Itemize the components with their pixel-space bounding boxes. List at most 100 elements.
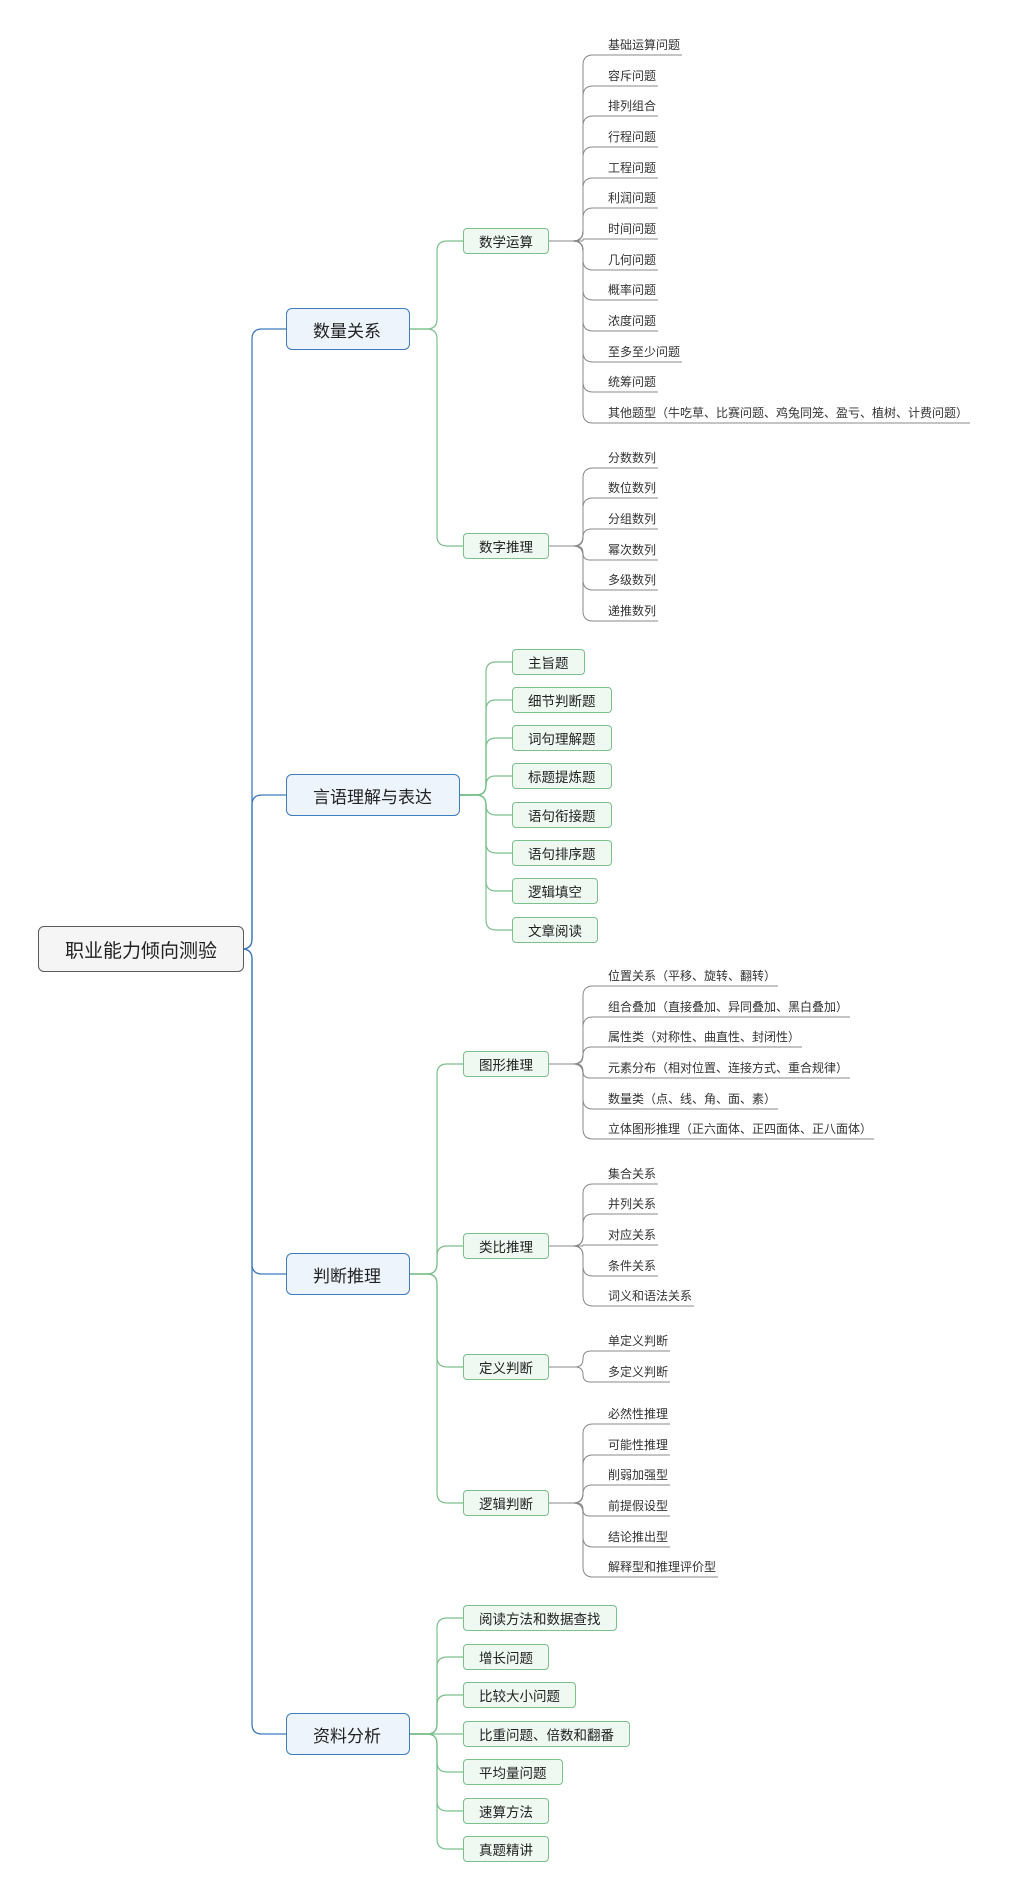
branch-node-4[interactable]: 资料分析 — [286, 1713, 410, 1755]
leaf-topic[interactable]: 集合关系 — [608, 1167, 657, 1181]
sub-node-图形推理[interactable]: 图形推理 — [463, 1051, 549, 1077]
connector-line — [549, 1350, 608, 1368]
connector-line — [549, 207, 608, 242]
connector-line — [549, 1502, 608, 1548]
leaf-topic[interactable]: 数位数列 — [608, 481, 657, 495]
sub-node-label: 标题提炼题 — [528, 770, 596, 786]
sub-node-label: 词句理解题 — [528, 732, 596, 748]
sub-node-label: 数学运算 — [479, 235, 533, 251]
connector-line — [549, 1063, 608, 1079]
sub-node-逻辑判断[interactable]: 逻辑判断 — [463, 1490, 549, 1516]
sub-node-label: 速算方法 — [479, 1805, 533, 1821]
leaf-topic[interactable]: 几何问题 — [608, 253, 657, 267]
connector-line — [549, 1213, 608, 1247]
connector-line — [549, 545, 608, 561]
leaf-topic[interactable]: 递推数列 — [608, 604, 657, 618]
sub-node-文章阅读[interactable]: 文章阅读 — [512, 917, 598, 943]
connector-line — [549, 1063, 608, 1110]
sub-node-label: 比较大小问题 — [479, 1689, 560, 1705]
leaf-topic[interactable]: 工程问题 — [608, 161, 657, 175]
connector-line — [549, 528, 608, 547]
sub-node-label: 主旨题 — [528, 656, 569, 672]
connector-line — [241, 328, 286, 950]
connector-line — [549, 1423, 608, 1504]
leaf-topic[interactable]: 基础运算问题 — [608, 38, 681, 52]
leaf-topic[interactable]: 浓度问题 — [608, 314, 657, 328]
leaf-topic[interactable]: 立体图形推理（正六面体、正四面体、正八面体） — [608, 1122, 873, 1136]
leaf-topic[interactable]: 利润问题 — [608, 191, 657, 205]
branch-node-1[interactable]: 数量关系 — [286, 308, 410, 350]
sub-node-比重问题-倍数和翻番[interactable]: 比重问题、倍数和翻番 — [463, 1721, 630, 1747]
connector-line — [549, 1454, 608, 1504]
leaf-topic[interactable]: 结论推出型 — [608, 1530, 669, 1544]
leaf-topic[interactable]: 前提假设型 — [608, 1499, 669, 1513]
leaf-topic[interactable]: 并列关系 — [608, 1197, 657, 1211]
sub-node-label: 比重问题、倍数和翻番 — [479, 1728, 614, 1744]
connector-line — [549, 1183, 608, 1247]
sub-node-定义判断[interactable]: 定义判断 — [463, 1354, 549, 1380]
connector-line — [241, 794, 286, 950]
connector-line — [549, 240, 608, 363]
leaf-topic[interactable]: 削弱加强型 — [608, 1468, 669, 1482]
connector-line — [549, 985, 608, 1065]
leaf-topic[interactable]: 概率问题 — [608, 283, 657, 297]
connector-line — [410, 1273, 463, 1504]
leaf-topic[interactable]: 属性类（对称性、曲直性、封闭性） — [608, 1030, 801, 1044]
sub-node-语句衔接题[interactable]: 语句衔接题 — [512, 802, 612, 828]
sub-node-词句理解题[interactable]: 词句理解题 — [512, 725, 612, 751]
connector-line — [549, 1063, 608, 1140]
connector-line — [460, 794, 512, 931]
leaf-topic[interactable]: 行程问题 — [608, 130, 657, 144]
leaf-topic[interactable]: 其他题型（牛吃草、比赛问题、鸡兔同笼、盈亏、植树、计费问题） — [608, 406, 969, 420]
leaf-topic[interactable]: 多级数列 — [608, 573, 657, 587]
connector-line — [549, 545, 608, 622]
leaf-topic[interactable]: 容斥问题 — [608, 69, 657, 83]
leaf-topic[interactable]: 排列组合 — [608, 99, 657, 113]
leaf-topic[interactable]: 统筹问题 — [608, 375, 657, 389]
leaf-topic[interactable]: 可能性推理 — [608, 1438, 669, 1452]
branch-node-label: 资料分析 — [313, 1726, 381, 1747]
leaf-topic[interactable]: 分数数列 — [608, 451, 657, 465]
connector-line — [549, 1016, 608, 1065]
leaf-topic[interactable]: 组合叠加（直接叠加、异同叠加、黑白叠加） — [608, 1000, 849, 1014]
leaf-topic[interactable]: 多定义判断 — [608, 1365, 669, 1379]
sub-node-比较大小问题[interactable]: 比较大小问题 — [463, 1682, 576, 1708]
sub-node-主旨题[interactable]: 主旨题 — [512, 649, 585, 675]
branch-node-2[interactable]: 言语理解与表达 — [286, 774, 460, 816]
leaf-topic[interactable]: 必然性推理 — [608, 1407, 669, 1421]
leaf-topic[interactable]: 时间问题 — [608, 222, 657, 236]
leaf-topic[interactable]: 位置关系（平移、旋转、翻转） — [608, 969, 777, 983]
leaf-topic[interactable]: 数量类（点、线、角、面、素） — [608, 1092, 777, 1106]
sub-node-label: 语句排序题 — [528, 847, 596, 863]
connector-line — [549, 240, 608, 424]
root-node[interactable]: 职业能力倾向测验 — [38, 926, 244, 972]
sub-node-增长问题[interactable]: 增长问题 — [463, 1644, 549, 1670]
branch-node-3[interactable]: 判断推理 — [286, 1253, 410, 1295]
leaf-topic[interactable]: 词义和语法关系 — [608, 1289, 693, 1303]
connector-line — [549, 1484, 608, 1504]
sub-node-label: 增长问题 — [479, 1651, 533, 1667]
sub-node-标题提炼题[interactable]: 标题提炼题 — [512, 763, 612, 789]
sub-node-label: 定义判断 — [479, 1361, 533, 1377]
leaf-topic[interactable]: 单定义判断 — [608, 1334, 669, 1348]
sub-node-label: 图形推理 — [479, 1058, 533, 1074]
sub-node-真题精讲[interactable]: 真题精讲 — [463, 1836, 549, 1862]
sub-node-细节判断题[interactable]: 细节判断题 — [512, 687, 612, 713]
connector-line — [241, 948, 286, 1735]
sub-node-数字推理[interactable]: 数字推理 — [463, 533, 549, 559]
sub-node-语句排序题[interactable]: 语句排序题 — [512, 840, 612, 866]
sub-node-速算方法[interactable]: 速算方法 — [463, 1798, 549, 1824]
leaf-topic[interactable]: 元素分布（相对位置、连接方式、重合规律） — [608, 1061, 849, 1075]
sub-node-平均量问题[interactable]: 平均量问题 — [463, 1759, 563, 1785]
sub-node-类比推理[interactable]: 类比推理 — [463, 1233, 549, 1259]
leaf-topic[interactable]: 幂次数列 — [608, 543, 657, 557]
connector-line — [410, 240, 463, 330]
leaf-topic[interactable]: 至多至少问题 — [608, 345, 681, 359]
sub-node-数学运算[interactable]: 数学运算 — [463, 228, 549, 254]
leaf-topic[interactable]: 条件关系 — [608, 1259, 657, 1273]
sub-node-逻辑填空[interactable]: 逻辑填空 — [512, 878, 598, 904]
leaf-topic[interactable]: 解释型和推理评价型 — [608, 1560, 717, 1574]
leaf-topic[interactable]: 对应关系 — [608, 1228, 657, 1242]
leaf-topic[interactable]: 分组数列 — [608, 512, 657, 526]
sub-node-阅读方法和数据查找[interactable]: 阅读方法和数据查找 — [463, 1605, 617, 1631]
